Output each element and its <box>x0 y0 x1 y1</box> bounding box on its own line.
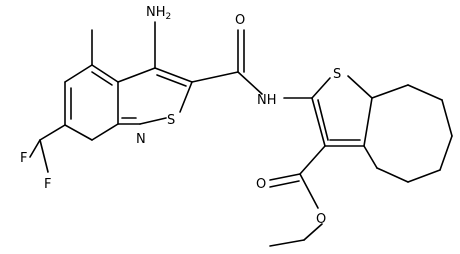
bond <box>117 67 156 83</box>
bond <box>269 239 305 247</box>
bond <box>91 71 113 86</box>
sulfur-right-label: S <box>333 67 341 82</box>
bond <box>407 169 441 183</box>
bond <box>407 84 443 101</box>
ester-ether-oxygen-label: O <box>316 212 326 227</box>
bond <box>371 84 409 99</box>
bond <box>376 167 409 183</box>
bond <box>311 97 326 147</box>
bond <box>441 99 453 137</box>
bond <box>363 97 373 147</box>
bond <box>237 71 263 95</box>
bond <box>179 81 193 113</box>
bond <box>91 64 119 83</box>
bond <box>191 71 239 83</box>
bond <box>317 99 329 141</box>
bond <box>91 123 119 141</box>
bond <box>139 117 167 125</box>
bond <box>64 64 93 83</box>
ester-carbonyl-oxygen-label: O <box>256 177 266 192</box>
bond <box>64 124 93 141</box>
amino-label: NH2 <box>146 5 171 22</box>
amide-nh-label: NH <box>257 93 277 108</box>
bond <box>29 139 41 158</box>
pyridine-nitrogen-label: N <box>136 132 146 147</box>
sulfur-left-label: S <box>167 113 175 128</box>
bond <box>156 74 187 87</box>
bond <box>311 77 331 99</box>
bond <box>39 124 66 141</box>
bond <box>39 139 49 173</box>
fluorine-top-label: F <box>20 151 27 166</box>
bond <box>303 223 323 241</box>
bond <box>299 173 319 209</box>
bond <box>269 173 301 181</box>
atom-layer: NH2 O NH S N S O O F F <box>20 5 341 227</box>
bond-layer <box>29 21 453 247</box>
bond <box>269 180 300 188</box>
fluorine-bottom-label: F <box>44 177 51 192</box>
bond <box>299 145 326 175</box>
bond <box>363 145 378 169</box>
bond <box>154 67 193 83</box>
bond <box>439 135 453 171</box>
amide-oxygen-label: O <box>235 13 245 28</box>
bond <box>347 75 373 99</box>
